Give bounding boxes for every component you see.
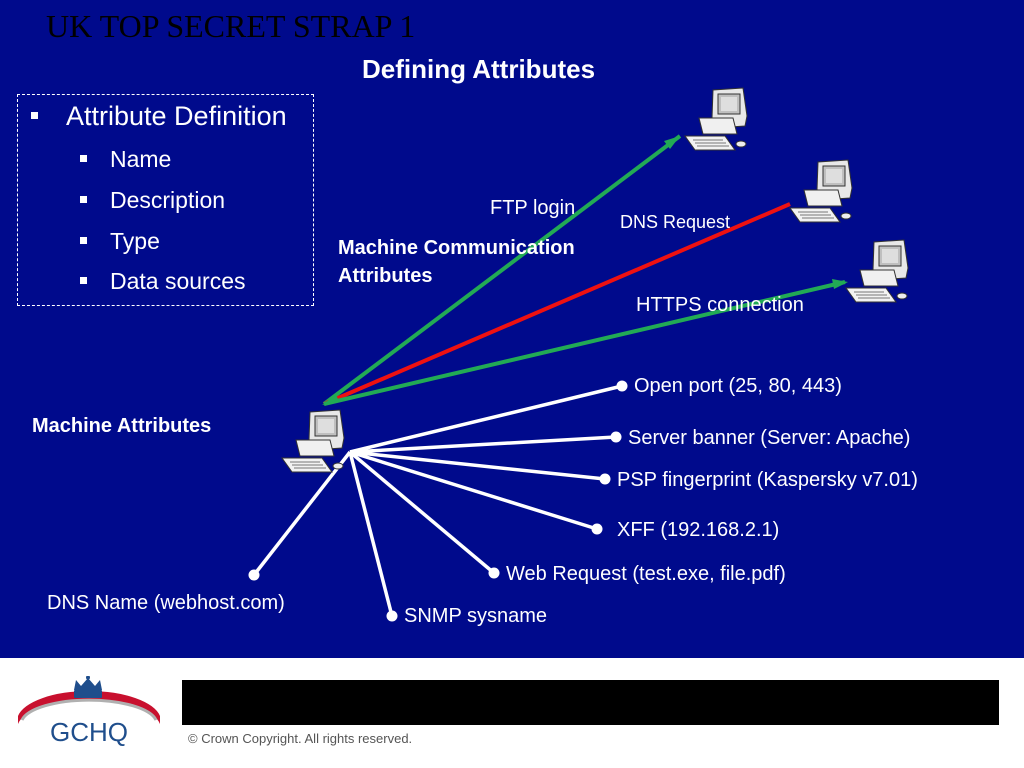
open-port-label: Open port (25, 80, 443) bbox=[634, 375, 842, 397]
footer-bar bbox=[182, 680, 999, 725]
spoke-web-request bbox=[348, 450, 496, 575]
endpoint-dot bbox=[591, 523, 603, 535]
arrowhead-icon bbox=[664, 136, 680, 149]
bullet-icon bbox=[80, 237, 87, 244]
https-connection-link bbox=[323, 280, 846, 406]
endpoint-dot bbox=[599, 473, 611, 485]
dns-request-label: DNS Request bbox=[620, 212, 731, 232]
bullet-icon bbox=[80, 196, 87, 203]
attribute-definition-heading: Attribute Definition bbox=[66, 101, 287, 131]
psp-fingerprint-label: PSP fingerprint (Kaspersky v7.01) bbox=[617, 469, 918, 491]
dns-name-label: DNS Name (webhost.com) bbox=[47, 592, 285, 614]
dns-request-link bbox=[323, 202, 791, 406]
https-connection-label: HTTPS connection bbox=[636, 294, 804, 316]
attribute-definition-box: Attribute Definition Name Description Ty… bbox=[17, 94, 314, 306]
spoke-xff bbox=[349, 450, 598, 531]
spoke-psp-fingerprint bbox=[349, 450, 606, 481]
slide: UK TOP SECRET STRAP 1 Defining Attribute… bbox=[0, 0, 1024, 658]
bullet-icon bbox=[80, 155, 87, 162]
endpoint-dot bbox=[386, 610, 398, 622]
spoke-dns-name bbox=[252, 450, 352, 577]
slide-title: Defining Attributes bbox=[362, 54, 596, 84]
attribute-item-description: Description bbox=[110, 187, 226, 213]
crown-icon bbox=[74, 675, 102, 698]
spoke-open-port bbox=[349, 384, 623, 454]
attribute-item-type: Type bbox=[110, 228, 160, 254]
attribute-item-data-sources: Data sources bbox=[110, 268, 246, 294]
ftp-login-label: FTP login bbox=[490, 197, 576, 219]
ftp-server-computer-icon bbox=[684, 87, 748, 151]
machine-attributes-label: Machine Attributes bbox=[32, 415, 212, 437]
endpoint-dot bbox=[610, 431, 622, 443]
attribute-item-name: Name bbox=[110, 146, 172, 172]
spoke-snmp-sysname bbox=[348, 451, 394, 617]
bullet-icon bbox=[31, 112, 38, 119]
bullet-icon bbox=[80, 277, 87, 284]
dns-server-computer-icon bbox=[789, 159, 853, 223]
machine-communication-label-line1: Machine Communication bbox=[338, 237, 575, 259]
endpoint-dot bbox=[488, 567, 500, 579]
arrowhead-icon bbox=[832, 279, 848, 289]
attribute-diagram bbox=[248, 87, 909, 622]
endpoint-dot bbox=[616, 380, 628, 392]
machine-communication-label-line2: Attributes bbox=[338, 265, 433, 287]
server-banner-label: Server banner (Server: Apache) bbox=[628, 427, 911, 449]
classification-banner: UK TOP SECRET STRAP 1 bbox=[46, 8, 416, 44]
spoke-server-banner bbox=[349, 435, 617, 454]
ftp-login-link bbox=[322, 134, 682, 406]
logo-text: GCHQ bbox=[50, 717, 128, 747]
web-request-label: Web Request (test.exe, file.pdf) bbox=[506, 563, 786, 585]
source-computer-icon bbox=[281, 409, 345, 473]
copyright-notice: © Crown Copyright. All rights reserved. bbox=[188, 731, 413, 746]
xff-label: XFF (192.168.2.1) bbox=[617, 519, 780, 541]
endpoint-dot bbox=[248, 569, 260, 581]
snmp-sysname-label: SNMP sysname bbox=[404, 605, 548, 627]
gchq-logo: GCHQ bbox=[14, 675, 164, 748]
https-server-computer-icon bbox=[845, 239, 909, 303]
arrowhead-icon bbox=[322, 394, 339, 405]
